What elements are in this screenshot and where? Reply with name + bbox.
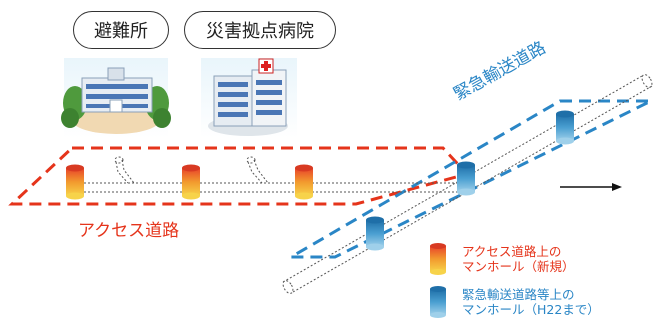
access-road-area	[8, 146, 470, 206]
flow-arrow-head	[612, 183, 622, 191]
legend-new-text: アクセス道路上の マンホール（新規）	[462, 244, 575, 274]
shelter-label: 避難所	[73, 11, 169, 49]
main-pipe	[282, 74, 653, 294]
legend-symbol-new	[430, 243, 446, 275]
laterals	[114, 156, 269, 184]
manhole-existing	[366, 216, 384, 251]
emergency-road-area	[285, 99, 652, 259]
shelter-illustration	[61, 58, 171, 138]
manhole-new	[295, 164, 313, 200]
manhole-new	[66, 164, 84, 200]
manhole-existing	[556, 110, 574, 145]
legend-symbol-existing	[430, 286, 446, 318]
manhole-new	[182, 164, 200, 200]
legend-existing-text: 緊急輸送道路等上の マンホール（H22まで）	[462, 287, 600, 317]
manhole-existing	[457, 161, 475, 196]
hospital-illustration	[201, 58, 297, 138]
hospital-label: 災害拠点病院	[184, 11, 336, 49]
access-road-label: アクセス道路	[78, 221, 180, 241]
